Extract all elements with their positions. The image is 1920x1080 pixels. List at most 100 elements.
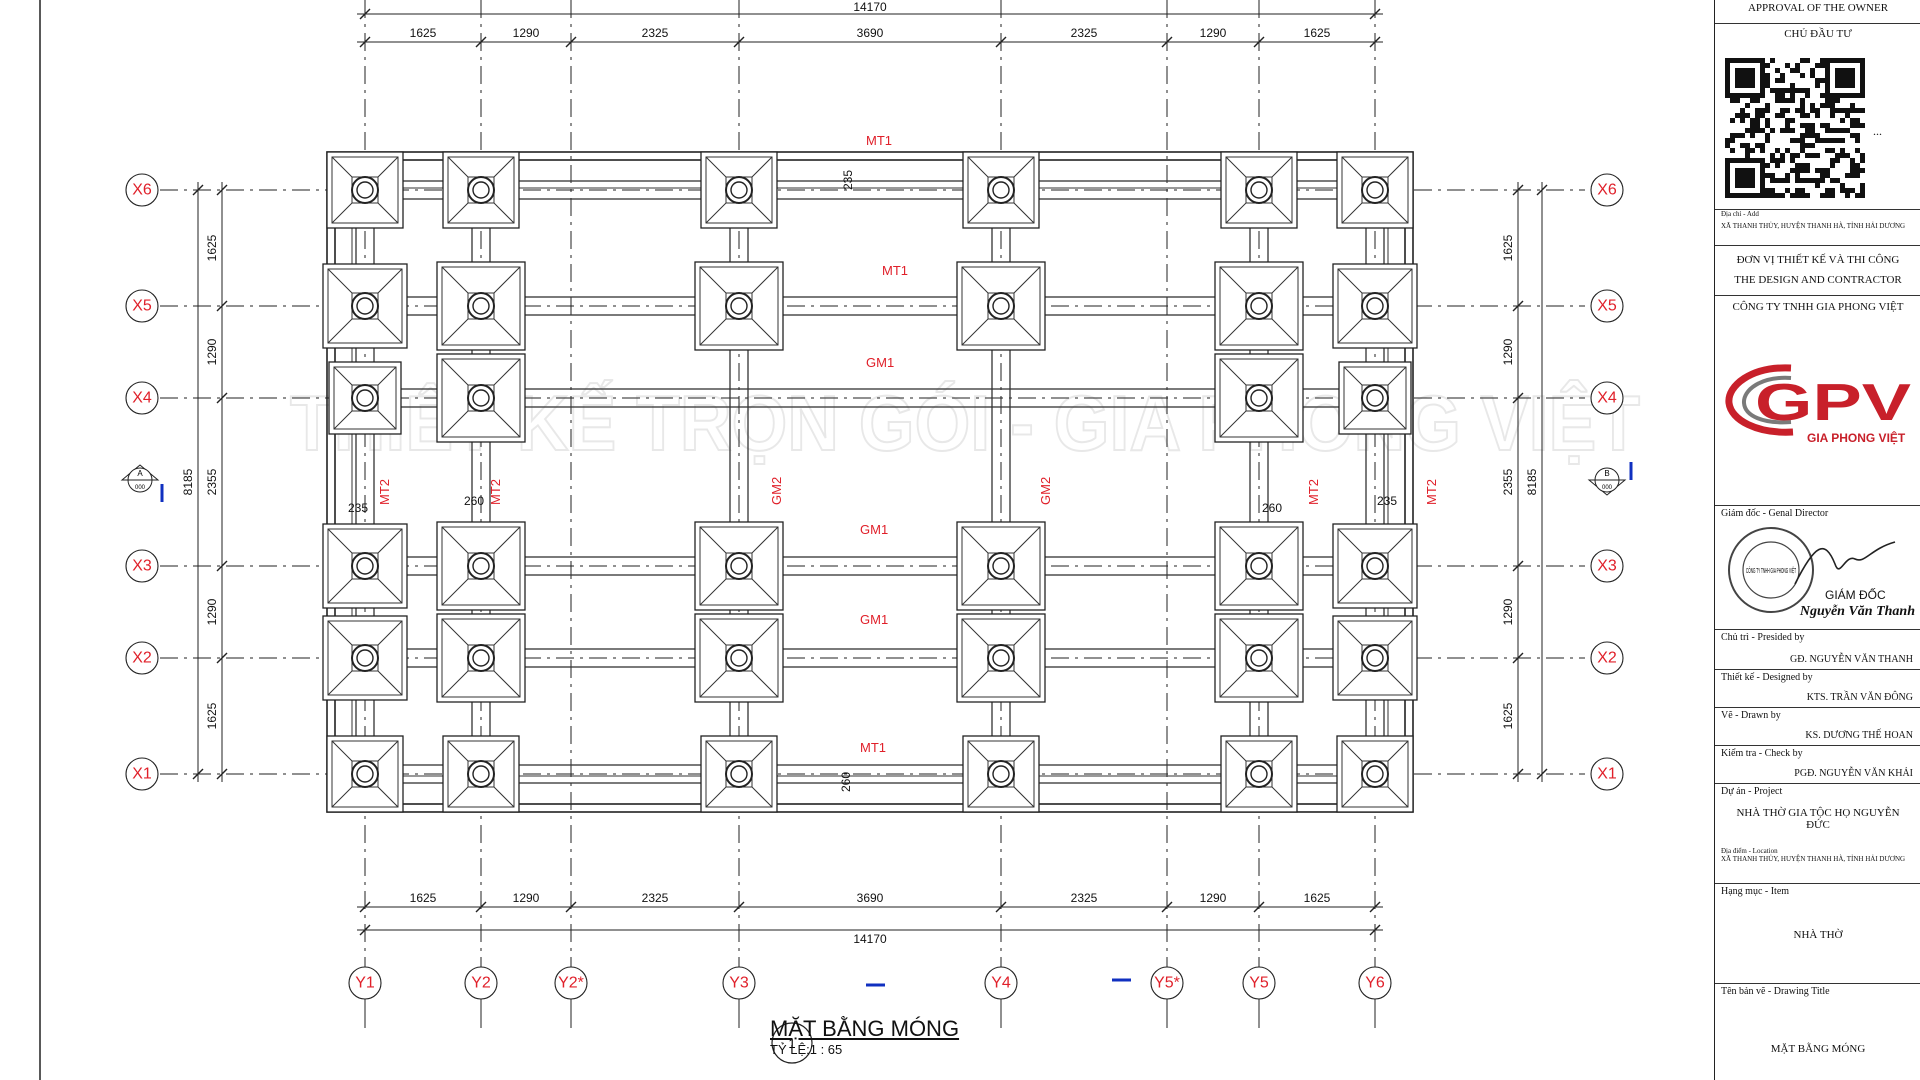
dim-seg-4: 2325: [1071, 26, 1098, 40]
owner-ellipsis: ...: [1873, 124, 1882, 138]
pile-cap: [326, 735, 404, 813]
pile-cap: [1332, 263, 1418, 349]
qr-code-icon: [1725, 58, 1865, 198]
drawn-row: Vẽ - Drawn by KS. DƯƠNG THẾ HOAN: [1715, 708, 1920, 746]
designed-name: KTS. TRẦN VĂN ĐÔNG: [1806, 692, 1913, 703]
section-marker-b: B 000: [1587, 462, 1633, 496]
vdim-seg-0: 1625: [205, 234, 219, 261]
check-name: PGĐ. NGUYỄN VĂN KHẢI: [1794, 768, 1913, 779]
dim-seg-0: 1625: [410, 891, 437, 905]
director-signature-name: Nguyễn Văn Thanh: [1799, 604, 1915, 619]
svg-text:X3: X3: [132, 558, 152, 575]
vdim-seg-1: 1290: [205, 338, 219, 365]
axis-bubble-right-x4: X4: [1590, 381, 1624, 415]
vdim-overall: 8185: [1525, 468, 1539, 495]
drawing-title-row-label: Tên bản vẽ - Drawing Title: [1721, 986, 1830, 997]
title-number-bubble: [771, 1022, 813, 1064]
dim-seg-4: 2325: [1071, 891, 1098, 905]
svg-text:Y5: Y5: [1249, 975, 1269, 992]
drawing-title-label: MẶT BẰNG MÓNG TỶ LỆ:1 : 65: [770, 1016, 959, 1057]
presided-row: Chủ trì - Presided by GĐ. NGUYỄN VĂN THA…: [1715, 630, 1920, 670]
dim-seg-2: 2325: [642, 891, 669, 905]
label-mt1-top: MT1: [866, 133, 892, 148]
vdim-seg-4: 1625: [1501, 702, 1515, 729]
label-mt1-bottom: MT1: [860, 740, 886, 755]
axis-bubble-left-x3: X3: [125, 549, 159, 583]
drawing-title-row: Tên bản vẽ - Drawing Title MẶT BẰNG MÓNG: [1715, 984, 1920, 1080]
svg-text:X2: X2: [132, 650, 152, 667]
vdim-seg-1: 1290: [1501, 338, 1515, 365]
pile-cap: [322, 615, 408, 701]
svg-text:A: A: [137, 469, 143, 478]
offset-dim-235-right: 235: [1377, 494, 1397, 508]
designer-row: ĐƠN VỊ THIẾT KẾ VÀ THI CÔNG THE DESIGN A…: [1715, 246, 1920, 296]
svg-text:Y6: Y6: [1365, 975, 1385, 992]
address-label: Địa chỉ - Add: [1721, 210, 1759, 218]
dim-seg-5: 1290: [1200, 891, 1227, 905]
svg-text:X6: X6: [132, 182, 152, 199]
pile-cap: [436, 521, 526, 611]
axis-bubble-left-x4: X4: [125, 381, 159, 415]
presided-label: Chủ trì - Presided by: [1721, 632, 1805, 643]
dim-seg-5: 1290: [1200, 26, 1227, 40]
axis-bubble-y6: Y6: [1358, 966, 1392, 1000]
drawing-title-value: MẶT BẰNG MÓNG: [1770, 1043, 1866, 1055]
gpv-logo-icon: GPV GIA PHONG VIỆT: [1725, 364, 1911, 445]
item-label: Hạng mục - Item: [1721, 886, 1790, 897]
pile-cap: [1220, 735, 1298, 813]
vdim-seg-3: 1290: [1501, 598, 1515, 625]
label-gm1-x3: GM1: [860, 522, 888, 537]
svg-text:Y4: Y4: [991, 975, 1011, 992]
axis-bubble-right-x5: X5: [1590, 289, 1624, 323]
svg-text:Y2: Y2: [471, 975, 491, 992]
dim-seg-6: 1625: [1304, 26, 1331, 40]
company-name: CÔNG TY TNHH GIA PHONG VIỆT: [1732, 301, 1904, 313]
axis-bubble-left-x6: X6: [125, 173, 159, 207]
company-row: CÔNG TY TNHH GIA PHONG VIỆT GPV GIA PHON…: [1715, 296, 1920, 506]
director-label: Giám đốc - Genal Director: [1721, 508, 1829, 519]
vdim-seg-3: 1290: [205, 598, 219, 625]
section-marker-a: A 000: [120, 464, 164, 502]
pile-cap: [322, 523, 408, 609]
address-text: XÃ THANH THỦY, HUYỆN THANH HÀ, TỈNH HẢI …: [1721, 222, 1906, 230]
approval-text: APPROVAL OF THE OWNER: [1747, 2, 1889, 14]
check-row: Kiểm tra - Check by PGĐ. NGUYỄN VĂN KHẢI: [1715, 746, 1920, 784]
pile-cap: [1214, 261, 1304, 351]
axis-bubble-right-x1: X1: [1590, 757, 1624, 791]
approval-row: APPROVAL OF THE OWNER: [1715, 0, 1920, 24]
svg-text:X4: X4: [1597, 390, 1617, 407]
pile-cap: [1214, 613, 1304, 703]
member-labels: MT1 MT1 GM1 GM1 GM1 MT1 MT2 MT2 GM2 GM2 …: [348, 133, 1439, 792]
pile-cap: [1338, 361, 1412, 435]
axis-bubble-y1: Y1: [348, 966, 382, 1000]
axis-bubble-y2: Y2: [464, 966, 498, 1000]
svg-text:X4: X4: [132, 390, 152, 407]
vdim-seg-2: 2355: [1501, 468, 1515, 495]
pile-cap: [436, 613, 526, 703]
location-label: Địa điểm - Location: [1721, 847, 1778, 855]
pile-cap: [700, 151, 778, 229]
offset-dim-260-bottom: 260: [839, 772, 853, 792]
designed-label: Thiết kế - Designed by: [1721, 672, 1813, 683]
drawing-scale: TỶ LỆ:1 : 65: [770, 1042, 843, 1057]
drawn-name: KS. DƯƠNG THẾ HOAN: [1805, 730, 1913, 741]
director-signature-icon: [1794, 541, 1896, 585]
drawing-title: MẶT BẰNG MÓNG: [770, 1016, 960, 1041]
owner-label: CHỦ ĐẦU TƯ: [1784, 28, 1852, 40]
dim-seg-1: 1290: [513, 891, 540, 905]
label-mt2-y6: MT2: [1424, 479, 1439, 505]
check-label: Kiểm tra - Check by: [1721, 748, 1803, 759]
svg-text:Y2*: Y2*: [558, 975, 584, 992]
dim-overall: 14170: [853, 0, 887, 14]
project-row: Dự án - Project NHÀ THỜ GIA TỘC HỌ NGUYỄ…: [1715, 784, 1920, 884]
offset-dim-235-top: 235: [841, 170, 855, 190]
title-number: 1: [788, 1036, 795, 1051]
dim-seg-3: 3690: [857, 891, 884, 905]
pile-cap: [326, 151, 404, 229]
dim-seg-1: 1290: [513, 26, 540, 40]
vdim-seg-4: 1625: [205, 702, 219, 729]
pile-cap: [1336, 735, 1414, 813]
axis-bubble-left-x1: X1: [125, 757, 159, 791]
